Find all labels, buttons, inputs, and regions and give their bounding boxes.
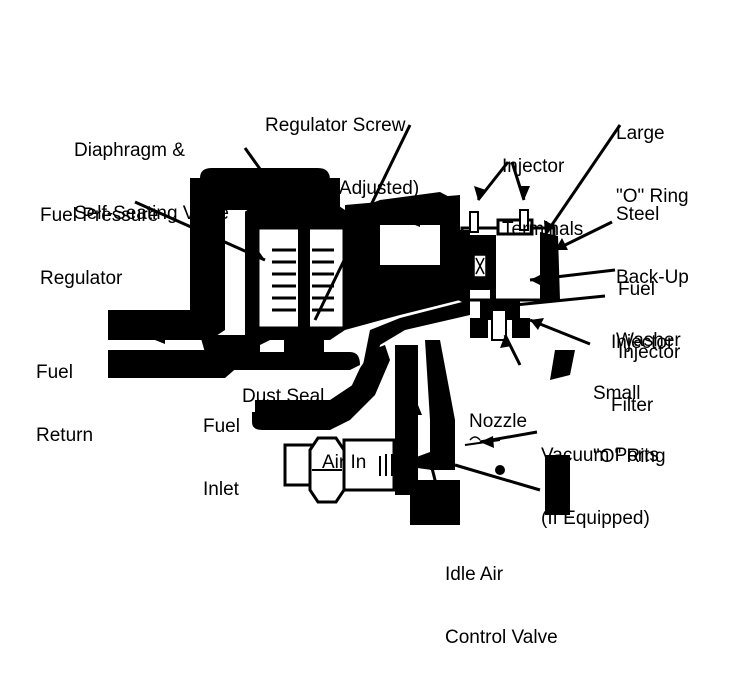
label-line: Fuel xyxy=(618,279,655,300)
label-line: Injector xyxy=(502,156,565,177)
label-line: Terminals xyxy=(502,219,584,240)
label-small-o-ring: Small "O" Ring xyxy=(593,341,666,509)
label-line: Control Valve xyxy=(445,627,558,648)
label-idle-air-control-valve: Idle Air Control Valve xyxy=(445,522,558,690)
label-line: Fuel Pressure xyxy=(40,205,159,226)
label-injector-filter: Injector Filter xyxy=(611,290,673,458)
label-line: Dust Seal xyxy=(242,386,325,407)
label-line: Return xyxy=(36,425,94,446)
label-line: Air In xyxy=(322,452,367,473)
throttle-body-block xyxy=(200,195,460,370)
label-line: Regulator xyxy=(40,268,123,289)
label-line: Vacuum Ports xyxy=(541,445,659,466)
label-steel-backup-washer: Steel Back-Up Washer xyxy=(616,162,689,393)
leader-idle-air xyxy=(430,467,447,521)
label-fuel-inlet: Fuel Inlet xyxy=(203,374,240,542)
label-line: Nozzle xyxy=(469,411,528,432)
label-line: Large xyxy=(616,123,665,144)
label-regulator-screw: Regulator Screw (Factory Adjusted) xyxy=(265,73,419,241)
leader-fuel-injector xyxy=(529,268,616,282)
label-line: Self-Seating Valve xyxy=(74,203,229,224)
label-line: Idle Air xyxy=(445,564,504,585)
arrowheads xyxy=(252,186,568,448)
label-line: Fuel xyxy=(203,416,240,437)
label-line: Small xyxy=(593,383,641,404)
label-line: Filter xyxy=(611,395,654,416)
label-nozzle: Nozzle xyxy=(469,369,527,474)
label-line: Regulator Screw xyxy=(265,115,406,136)
label-fuel-pressure-regulator: Fuel Pressure Regulator xyxy=(40,163,158,331)
leader-fuel-pressure-regulator xyxy=(134,200,266,262)
label-fuel-injector: Fuel Injector xyxy=(618,237,680,405)
diagram-drawing xyxy=(108,124,622,525)
idle-air-control-valve xyxy=(283,436,432,504)
regulator-spring xyxy=(272,248,334,312)
injector-nozzle-tip xyxy=(470,300,530,341)
label-fuel-return: Fuel Return xyxy=(36,320,93,488)
fuel-inlet-channel xyxy=(252,300,470,430)
label-line: Washer xyxy=(616,330,681,351)
label-line: Diaphragm & xyxy=(74,140,185,161)
label-line: Fuel xyxy=(36,362,73,383)
leader-large-o-ring xyxy=(543,124,622,236)
label-diaphragm: Diaphragm & Self-Seating Valve xyxy=(74,98,229,266)
label-large-o-ring: Large "O" Ring xyxy=(616,81,689,249)
tbi-diagram: Regulator Screw (Factory Adjusted) Diaph… xyxy=(36,73,689,648)
label-injector-terminals: Injector Terminals xyxy=(502,114,583,282)
label-line: Steel xyxy=(616,204,660,225)
label-line: (If Equipped) xyxy=(541,508,650,529)
label-line: Injector xyxy=(611,332,674,353)
label-line: "O" Ring xyxy=(616,186,689,207)
label-air-in: Air In xyxy=(322,410,366,515)
label-line: Back-Up xyxy=(616,267,689,288)
label-line: (Factory Adjusted) xyxy=(265,178,420,199)
fuel-pressure-regulator-body xyxy=(256,226,346,352)
label-line: Inlet xyxy=(203,479,239,500)
label-line: Injector xyxy=(618,342,681,363)
label-line: "O" Ring xyxy=(593,446,666,467)
leader-diaphragm xyxy=(243,147,302,226)
label-dust-seal: Dust Seal xyxy=(242,344,324,449)
leader-injector-filter xyxy=(514,294,606,307)
leader-regulator-screw xyxy=(313,124,412,321)
label-vacuum-ports: Vacuum Ports (If Equipped) xyxy=(541,403,659,571)
